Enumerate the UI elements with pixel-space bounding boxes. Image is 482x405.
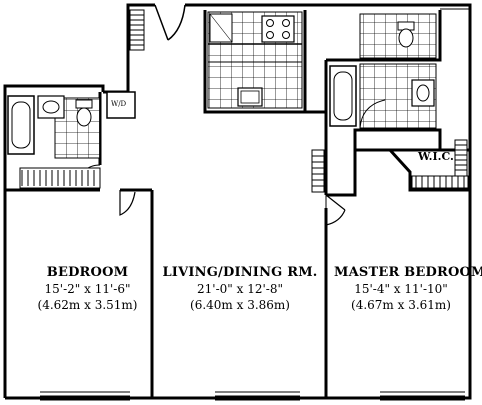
kitchen <box>207 11 303 109</box>
master-closet <box>311 149 325 193</box>
room-label-living: LIVING/DINING RM. 21'-0" x 12'-8" (6.40m… <box>162 265 318 313</box>
room-name: BEDROOM <box>46 265 129 280</box>
wd-label: W/D <box>111 100 127 108</box>
washer-dryer <box>106 91 136 119</box>
master-bedroom-door <box>325 194 346 226</box>
room-label-master: MASTER BEDROOM 15'-4" x 11'-10" (4.67m x… <box>334 265 482 313</box>
master-bathroom <box>329 13 437 129</box>
room-dim-imperial: 15'-2" x 11'-6" <box>44 282 131 296</box>
room-name: LIVING/DINING RM. <box>162 265 318 280</box>
room-dim-imperial: 21'-0" x 12'-8" <box>197 282 283 296</box>
kitchen-sink <box>237 87 263 107</box>
bedroom-door <box>119 190 136 216</box>
room-name: MASTER BEDROOM <box>334 265 482 280</box>
room-dim-metric: (4.67m x 3.61m) <box>351 298 451 312</box>
room-label-bedroom: BEDROOM 15'-2" x 11'-6" (4.62m x 3.51m) <box>25 265 150 313</box>
left-bathroom <box>7 95 101 191</box>
walk-in-closet <box>411 139 469 189</box>
windows <box>40 4 470 401</box>
room-dim-metric: (6.40m x 3.86m) <box>190 298 290 312</box>
room-dim-metric: (4.62m x 3.51m) <box>37 298 138 312</box>
wic-label: W.I.C. <box>418 150 454 163</box>
entry-door <box>154 4 186 41</box>
stove <box>261 15 295 43</box>
room-dim-imperial: 15'-4" x 11'-10" <box>354 282 448 296</box>
walls <box>3 3 472 400</box>
left-closet <box>19 167 101 189</box>
entry-closet <box>129 9 145 51</box>
